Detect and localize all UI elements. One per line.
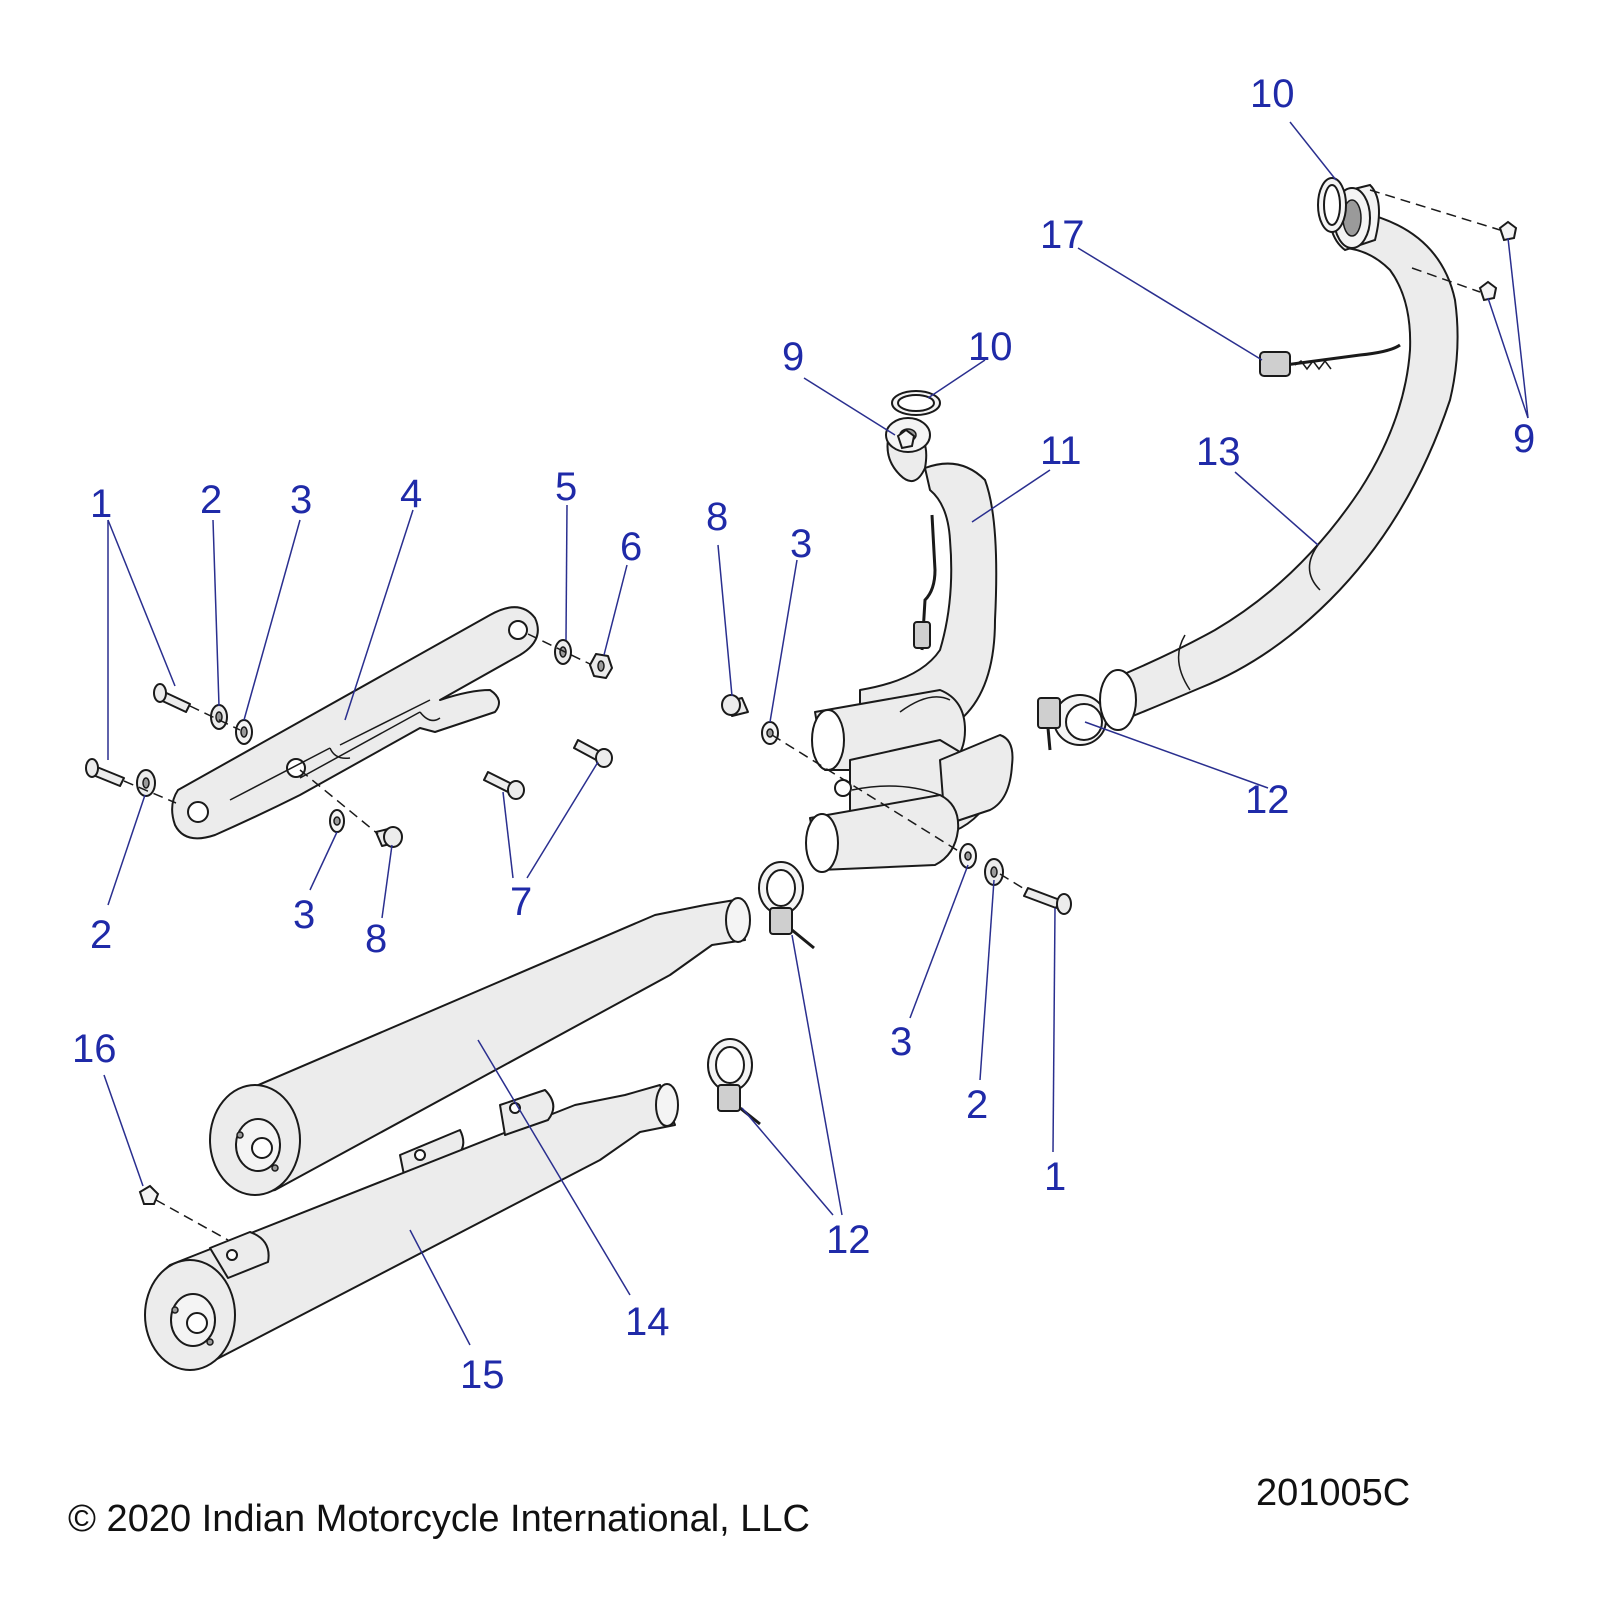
lock-washer-3-lower: [329, 809, 345, 833]
bolt-7-right: [573, 739, 613, 768]
callout-9-front: 9: [782, 335, 804, 379]
callout-3-right: 3: [890, 1020, 912, 1064]
callout-2-upper: 2: [200, 478, 222, 522]
callout-1-right: 1: [1044, 1155, 1066, 1199]
lock-washer-3-upper: [235, 719, 253, 745]
callout-8-left: 8: [365, 917, 387, 961]
callout-3-lower: 3: [293, 893, 315, 937]
clamp-12-lower: [707, 1038, 761, 1126]
copyright-notice: © 2020 Indian Motorcycle International, …: [68, 1498, 810, 1540]
callout-5: 5: [555, 465, 577, 509]
flange-nut-9-front: [896, 428, 916, 450]
washer-5: [554, 639, 572, 665]
fastener-bolt-1-upper: [153, 683, 191, 713]
gasket-10-rear: [1317, 177, 1347, 233]
callout-14: 14: [625, 1300, 670, 1344]
lock-washer-3-center: [761, 721, 779, 745]
callout-4: 4: [400, 472, 422, 516]
callout-17: 17: [1040, 213, 1085, 257]
lock-washer-3-right: [959, 843, 977, 869]
mounting-bracket: [171, 606, 539, 840]
callout-11: 11: [1040, 429, 1082, 473]
bolt-7-left: [483, 771, 525, 800]
callout-6: 6: [620, 525, 642, 569]
drawing-number: 201005C: [1256, 1472, 1411, 1514]
callout-2-lower: 2: [90, 913, 112, 957]
washer-2-lower: [136, 769, 156, 797]
bolt-16: [138, 1184, 160, 1205]
callout-13: 13: [1196, 430, 1241, 474]
lower-muffler: [144, 1083, 679, 1371]
callout-labels: 1 2 3 4 5 6 2 3 8 7 8 3 9 10 11 17 10 9 …: [72, 72, 1535, 1397]
callout-15: 15: [460, 1353, 505, 1397]
callout-9-rear: 9: [1513, 417, 1535, 461]
upper-muffler: [209, 897, 751, 1196]
callout-1-left: 1: [90, 482, 112, 526]
callout-16: 16: [72, 1027, 117, 1071]
flange-nut-9-rear-upper: [1498, 220, 1518, 242]
nut-6: [589, 653, 613, 679]
front-head-pipe: [805, 417, 1014, 873]
shoulder-bolt-8-center: [721, 694, 749, 717]
leader-lines: [103, 121, 1529, 1346]
shoulder-bolt-8-left: [375, 826, 403, 848]
flange-nut-9-rear-lower: [1478, 280, 1498, 302]
washer-2-upper: [210, 704, 228, 730]
clamp-12-middle: [758, 861, 815, 950]
callout-7: 7: [510, 880, 532, 924]
callout-12-lower: 12: [826, 1218, 871, 1262]
callout-10-rear: 10: [1250, 72, 1295, 116]
clamp-12-upper: [1037, 694, 1107, 751]
callout-8-center: 8: [706, 495, 728, 539]
fastener-bolt-1-lower: [85, 758, 125, 787]
rear-head-pipe: [1099, 183, 1459, 731]
callout-2-right: 2: [966, 1083, 988, 1127]
callout-3-center: 3: [790, 522, 812, 566]
bolt-1-right: [1023, 887, 1072, 915]
callout-12-right: 12: [1245, 778, 1290, 822]
callout-3-upper: 3: [290, 478, 312, 522]
gasket-10-front: [891, 390, 941, 416]
callout-10-front: 10: [968, 325, 1013, 369]
